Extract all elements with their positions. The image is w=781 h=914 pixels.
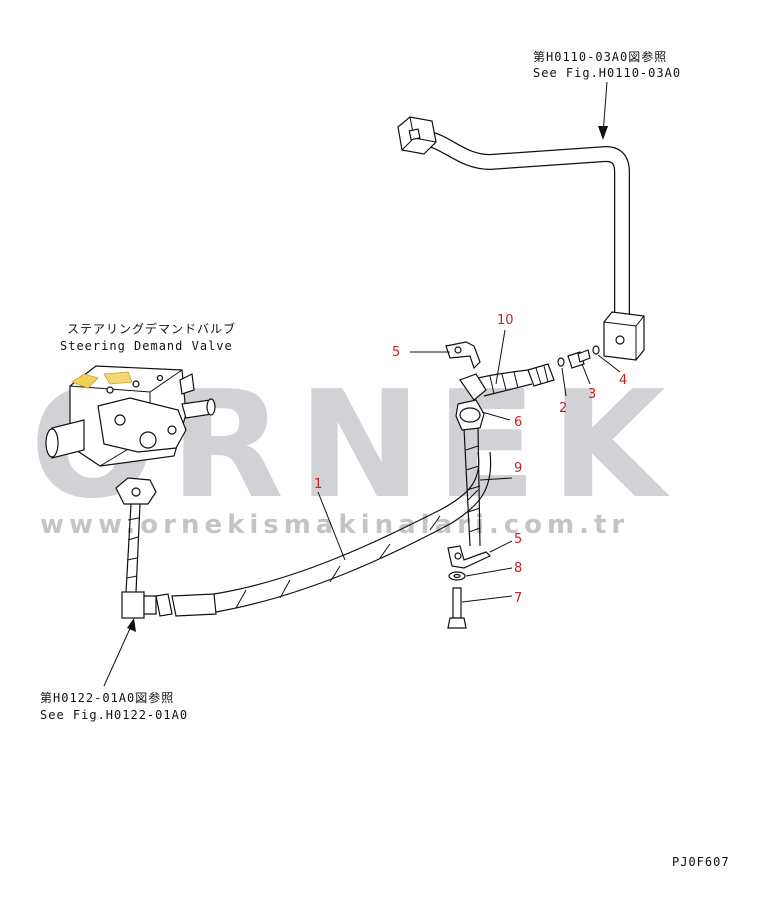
callout-5-top[interactable]: 5 (392, 345, 400, 360)
callout-9[interactable]: 9 (514, 461, 522, 476)
watermark-url: www.ornekismakinalari.com.tr (40, 510, 629, 540)
upper-tube (397, 116, 645, 361)
bottom-reference-leader (103, 623, 133, 687)
top-reference-en: See Fig.H0110-03A0 (533, 66, 681, 80)
callout-3[interactable]: 3 (588, 387, 596, 402)
tube-end-block (603, 311, 645, 361)
hose-1 (155, 451, 492, 617)
hose-9 (455, 399, 485, 547)
callout-leaders (317, 329, 621, 603)
drawing-code: PJ0F607 (672, 855, 730, 869)
top-reference[interactable]: 第H0110-03A0図参照 See Fig.H0110-03A0 (533, 49, 681, 140)
top-reference-arrow (598, 126, 608, 140)
callout-2[interactable]: 2 (559, 401, 567, 416)
top-reference-jp: 第H0110-03A0図参照 (533, 49, 667, 64)
valve-label-jp: ステアリングデマンドバルブ (67, 321, 236, 336)
steering-demand-valve[interactable] (45, 365, 216, 467)
callout-4[interactable]: 4 (619, 373, 627, 388)
hose-10 (459, 363, 555, 401)
bottom-reference-jp: 第H0122-01A0図参照 (40, 690, 174, 705)
callout-7[interactable]: 7 (514, 591, 522, 606)
top-reference-leader (602, 81, 608, 135)
bottom-reference-arrow (127, 618, 136, 632)
callout-8[interactable]: 8 (514, 561, 522, 576)
valve-label-en: Steering Demand Valve (60, 339, 233, 353)
callout-5-bottom[interactable]: 5 (514, 532, 522, 547)
callout-10[interactable]: 10 (497, 313, 514, 328)
fittings (557, 345, 600, 369)
callouts: 1 2 3 4 5 6 7 8 9 5 10 (314, 313, 627, 606)
bottom-reference-en: See Fig.H0122-01A0 (40, 708, 188, 722)
clamp-top (445, 341, 481, 370)
callout-1[interactable]: 1 (314, 477, 322, 492)
valve-label: ステアリングデマンドバルブ Steering Demand Valve (60, 321, 236, 353)
callout-6[interactable]: 6 (514, 415, 522, 430)
valve-connector (115, 477, 157, 619)
bolt-assembly (447, 545, 492, 629)
bottom-reference[interactable]: 第H0122-01A0図参照 See Fig.H0122-01A0 (40, 618, 188, 722)
